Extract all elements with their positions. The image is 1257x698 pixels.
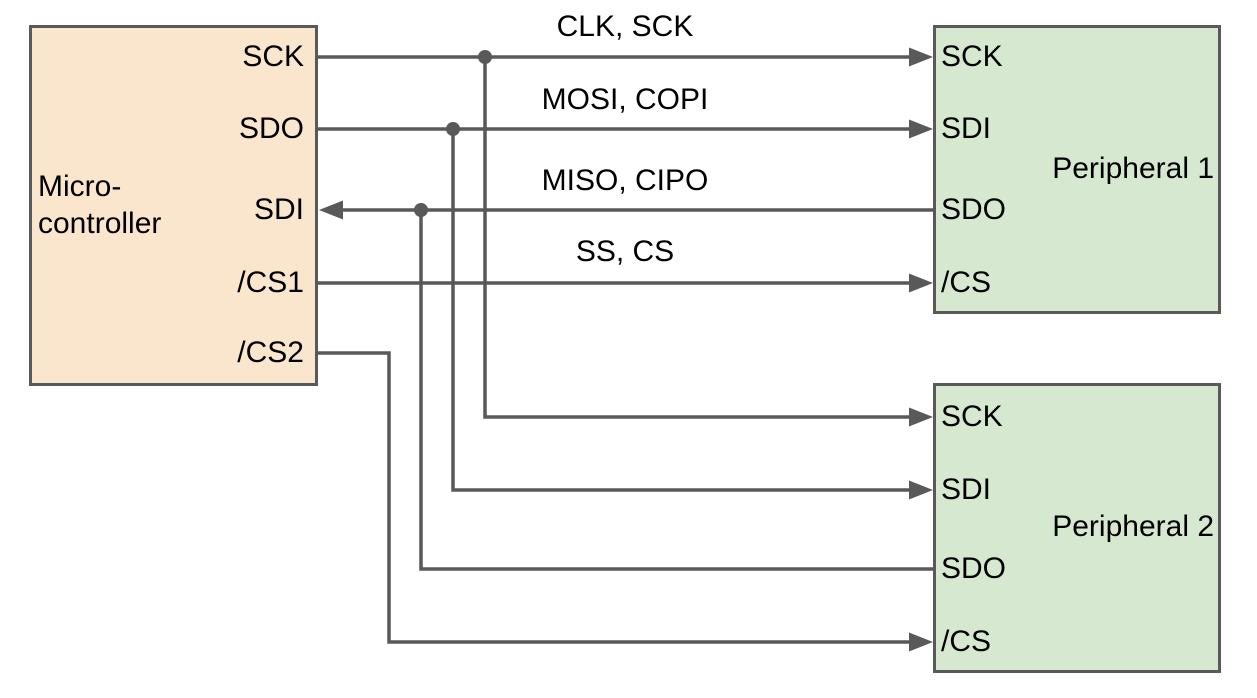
p1-port-sck: SCK — [941, 39, 1003, 73]
bus-label-ss-cs: SS, CS — [575, 235, 675, 268]
peripheral1-box: Peripheral 1 SCK SDI SDO /CS — [933, 25, 1221, 314]
arrowhead-cs1-p1 — [909, 273, 933, 293]
arrowhead-cs2-p2 — [909, 632, 933, 652]
wire-miso-branch-p2 — [419, 210, 935, 571]
mc-port-sck: SCK — [242, 39, 304, 73]
junction-dot-miso — [414, 203, 428, 217]
arrowhead-mosi-p1 — [909, 119, 933, 139]
microcontroller-box: Micro- controller SCK SDO SDI /CS1 /CS2 — [29, 25, 318, 386]
p2-port-sdo: SDO — [941, 551, 1007, 585]
mc-port-cs2: /CS2 — [237, 335, 304, 369]
arrowhead-miso-mc — [319, 200, 343, 220]
microcontroller-title: Micro- controller — [38, 168, 161, 242]
p1-port-sdi: SDI — [941, 111, 992, 145]
bus-label-mosi-copi: MOSI, COPI — [541, 83, 709, 116]
p2-port-sck: SCK — [941, 399, 1003, 433]
peripheral2-title: Peripheral 2 — [1052, 510, 1214, 543]
arrowhead-mosi-p2 — [909, 480, 933, 500]
microcontroller-title-line1: Micro- — [38, 170, 122, 203]
arrowhead-sck-p1 — [909, 47, 933, 67]
p2-port-sdi: SDI — [941, 472, 992, 506]
peripheral1-title: Peripheral 1 — [1052, 152, 1214, 185]
p2-port-cs: /CS — [941, 624, 992, 658]
mc-port-sdi: SDI — [253, 192, 304, 226]
p1-port-cs: /CS — [941, 265, 992, 299]
peripheral2-box: Peripheral 2 SCK SDI SDO /CS — [933, 383, 1221, 673]
wire-cs2 — [315, 351, 933, 652]
wire-cs2-main — [315, 351, 915, 644]
microcontroller-title-line2: controller — [38, 207, 162, 240]
bus-label-miso-cipo: MISO, CIPO — [541, 164, 709, 197]
wire-cs1 — [315, 273, 933, 293]
mc-port-sdo: SDO — [238, 111, 304, 145]
junction-dot-sck — [478, 50, 492, 64]
junction-dot-mosi — [446, 122, 460, 136]
bus-label-clk-sck: CLK, SCK — [556, 10, 694, 43]
mc-port-cs1: /CS1 — [237, 265, 304, 299]
arrowhead-sck-p2 — [909, 407, 933, 427]
p1-port-sdo: SDO — [941, 192, 1007, 226]
